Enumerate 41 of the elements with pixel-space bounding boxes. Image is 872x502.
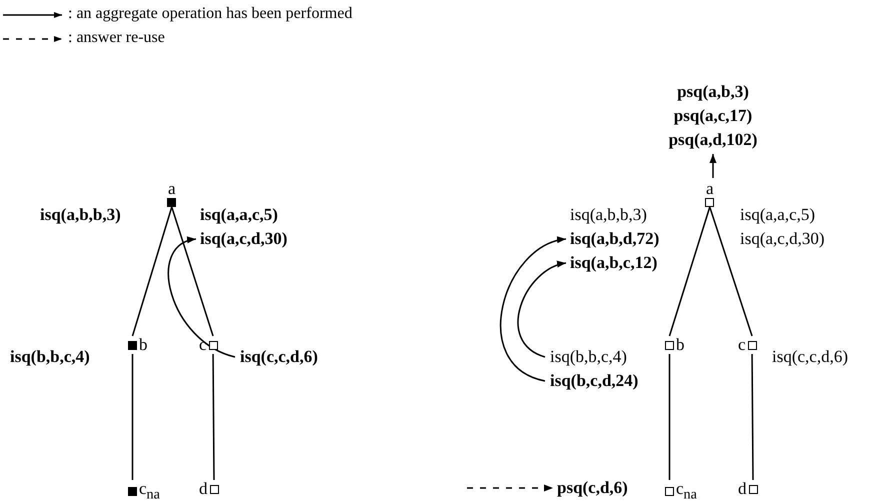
query-text: psq(a,d,102) bbox=[668, 129, 758, 151]
tree-branch-line bbox=[212, 354, 215, 480]
arrow bbox=[518, 262, 566, 358]
query-text: isq(a,a,c,5) bbox=[740, 203, 816, 227]
arrow bbox=[710, 154, 716, 178]
query-text: isq(a,a,c,5) bbox=[200, 203, 278, 227]
node-label: c bbox=[737, 336, 747, 354]
query-text: psq(a,c,17) bbox=[672, 105, 754, 127]
tree-branch-line bbox=[668, 354, 670, 480]
query-text: isq(b,b,c,4) bbox=[550, 345, 627, 369]
tree-branch-line bbox=[668, 206, 710, 336]
node-label: c$_{na}$ bbox=[675, 480, 698, 502]
query-text: isq(a,c,d,30) bbox=[740, 227, 825, 251]
tree-branch-line bbox=[132, 354, 134, 480]
query-text: isq(b,b,c,4) bbox=[10, 345, 90, 369]
node-label: c$_{na}$ bbox=[138, 480, 161, 502]
node-label: b bbox=[138, 336, 148, 354]
query-text: isq(a,c,d,30) bbox=[200, 227, 288, 251]
tree-branch-line bbox=[132, 206, 172, 336]
query-text: isq(c,c,d,6) bbox=[240, 345, 318, 369]
legend-text: : an aggregate operation has been performed bbox=[68, 4, 352, 24]
tree-branch-line bbox=[751, 354, 754, 480]
node-label: d bbox=[198, 480, 208, 498]
arrow bbox=[168, 238, 236, 358]
node-label: b bbox=[675, 336, 686, 354]
query-text: isq(c,c,d,6) bbox=[772, 345, 848, 369]
node-label: d bbox=[737, 480, 748, 498]
query-text: psq(a,b,3) bbox=[676, 81, 750, 103]
dashed-arrow bbox=[467, 484, 553, 492]
tree-branch-line bbox=[709, 206, 753, 336]
legend-text: : answer re-use bbox=[68, 28, 165, 48]
query-text: psq(c,d,6) bbox=[557, 476, 628, 500]
tree-branch-line bbox=[171, 206, 214, 336]
query-text: isq(a,b,d,72) bbox=[570, 227, 660, 251]
query-text: isq(b,c,d,24) bbox=[550, 369, 638, 393]
arrow bbox=[500, 238, 566, 382]
query-text: isq(a,b,c,12) bbox=[570, 251, 658, 275]
query-text: isq(a,b,b,3) bbox=[570, 203, 647, 227]
node-label: a bbox=[167, 180, 177, 198]
node-label: a bbox=[705, 180, 715, 198]
query-text: isq(a,b,b,3) bbox=[40, 203, 121, 227]
